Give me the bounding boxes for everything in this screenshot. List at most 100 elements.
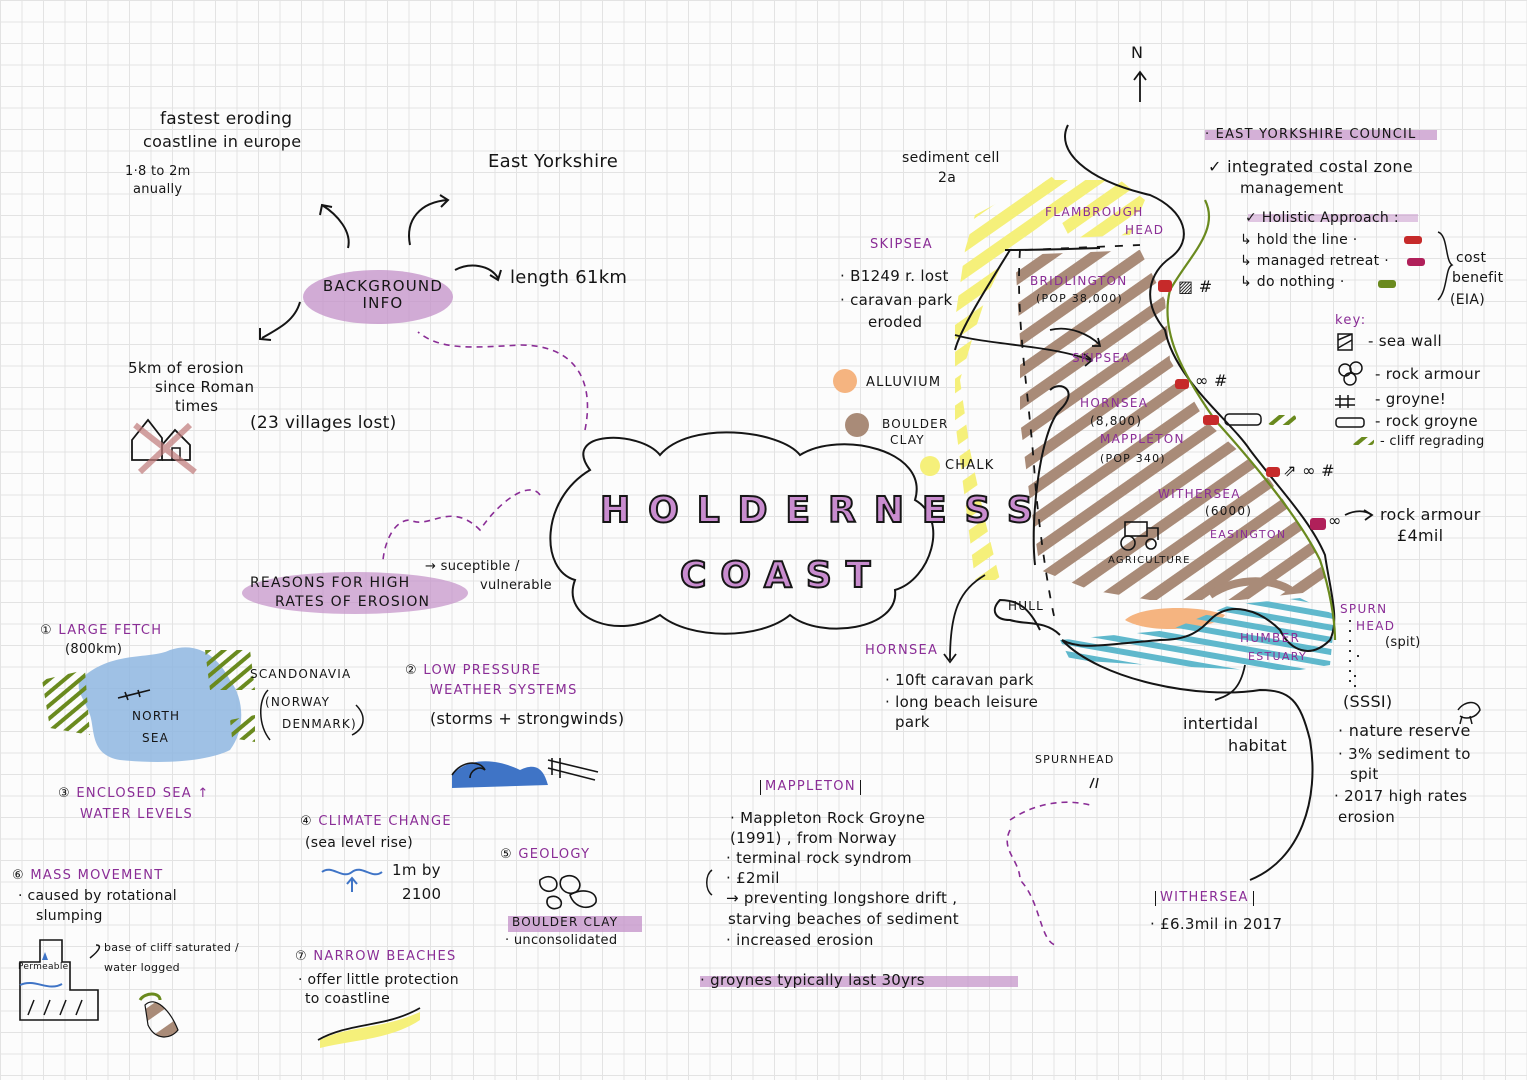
rock-armour-line1: rock armour	[1380, 505, 1481, 524]
skipsea-note-title: SKIPSEA	[870, 237, 933, 252]
map-hornsea: HORNSEA	[1080, 396, 1149, 410]
rock-armour-line2: £4mil	[1397, 526, 1444, 545]
rock-armour-hash-icon: ∞ #	[1195, 371, 1228, 390]
reason3-title: ③ ENCLOSED SEA ↑	[58, 786, 210, 802]
reason1-title-text: LARGE FETCH	[58, 623, 163, 638]
rate-line1: 1·8 to 2m	[125, 164, 191, 179]
storm-wave	[451, 758, 599, 788]
reason4-rise1: 1m by	[392, 861, 441, 879]
map-humber1: HUMBER	[1240, 631, 1301, 645]
map-hornsea-pop: (8,800)	[1090, 414, 1143, 428]
uk-coast-hatch	[42, 670, 90, 735]
title-line2: COAST	[679, 554, 885, 597]
intertidal-line1: intertidal	[1183, 714, 1259, 733]
boulder-clay-label: BOULDER CLAY	[512, 915, 619, 929]
mappleton-note-title: MAPPLETON	[760, 779, 861, 795]
sea-wall-hash-icon: ▨ #	[1178, 277, 1213, 296]
reason7-title: ⑦ NARROW BEACHES	[295, 949, 457, 965]
background-label: BACKGROUND INFO	[322, 277, 444, 313]
key-item3: - groyne!	[1375, 390, 1447, 408]
reason2-title: ② LOW PRESSURE	[405, 663, 542, 679]
reason4-rise2: 2100	[402, 885, 442, 903]
map-flamborough1: FLAMBROUGH	[1045, 205, 1144, 219]
mappleton-line2: (1991) , from Norway	[730, 829, 897, 847]
reason6-base2: water logged	[104, 961, 180, 974]
map-humber2: ESTUARY	[1248, 650, 1307, 663]
reason1-detail: (800km)	[65, 642, 123, 657]
tractor-icon	[1120, 521, 1159, 551]
reason7-detail1: · offer little protection	[298, 972, 459, 988]
erosion-line1: 5km of erosion	[128, 359, 244, 377]
reason5-title: ⑤ GEOLOGY	[500, 847, 590, 863]
groyne-hash-icon: ⇗ ∞ #	[1283, 461, 1335, 480]
boulder-swatch	[845, 413, 869, 437]
skipsea-note-line3: eroded	[868, 313, 923, 331]
skipsea-note-line2: · caravan park	[840, 291, 953, 309]
mappleton-line4: · £2mil	[726, 869, 780, 887]
key-item1: - sea wall	[1368, 332, 1442, 350]
legend-alluvium: ALLUVIUM	[866, 375, 942, 390]
cost-line2: benefit	[1452, 270, 1504, 286]
reason3-title-line1: ENCLOSED SEA ↑	[76, 786, 210, 801]
council-line1: ✓ integrated costal zone	[1208, 157, 1413, 176]
num-3: ③	[58, 786, 77, 801]
mappleton-line7: · increased erosion	[726, 931, 874, 949]
map-bridlington-pop: (POP 38,000)	[1036, 292, 1123, 305]
title-line1: HOLDERNESS	[599, 489, 1051, 532]
hornsea-note-line2: · long beach leisure	[885, 693, 1039, 711]
map-withersea-pop: (6000)	[1205, 504, 1253, 518]
erosion-line2: since Roman	[155, 378, 255, 396]
legend-boulder2: CLAY	[890, 433, 925, 447]
reason6-title: ⑥ MASS MOVEMENT	[12, 868, 164, 884]
withersea-line1: · £6.3mil in 2017	[1150, 915, 1283, 933]
coastline	[954, 124, 1336, 881]
title-cloud	[549, 431, 935, 635]
sssi-line4: · 2017 high rates	[1334, 787, 1468, 805]
humber-estuary-hatch	[1060, 598, 1335, 670]
coastal-defenses	[1158, 280, 1326, 530]
reasons-line1: REASONS FOR HIGH	[250, 575, 411, 591]
map-mappleton-pop: (POP 340)	[1100, 452, 1166, 465]
reason2-title-line1: LOW PRESSURE	[423, 663, 542, 678]
spurnhead-small: SPURNHEAD	[1035, 753, 1115, 766]
reason5-detail: · unconsolidated	[505, 933, 618, 948]
permeable-label: Permeable	[18, 962, 69, 972]
withersea-note-title: WITHERSEA	[1155, 890, 1254, 906]
key-item5: - cliff regrading	[1380, 434, 1485, 449]
rate-line2: anually	[133, 182, 183, 197]
cost-line1: cost	[1456, 250, 1487, 266]
erosion-line3: times	[175, 397, 219, 415]
cost-line3: (EIA)	[1450, 292, 1485, 308]
key-symbols	[1335, 333, 1374, 445]
norway-label: (NORWAY	[265, 695, 331, 709]
map-spurn1: SPURN	[1340, 602, 1388, 616]
hornsea-note-line1: · 10ft caravan park	[885, 671, 1034, 689]
map-easington: EASINGTON	[1210, 528, 1287, 541]
map-withersea: WITHERSEA	[1158, 487, 1241, 501]
fastest-line1: fastest eroding	[160, 109, 293, 129]
legend-boulder1: BOULDER	[882, 417, 949, 431]
map-agriculture: AGRICULTURE	[1108, 555, 1191, 566]
council-holistic: ✓ Holistic Approach :	[1245, 210, 1399, 226]
map-spurn2: HEAD	[1356, 619, 1396, 633]
alluvium-swatch	[833, 369, 857, 393]
map-mappleton: MAPPLETON	[1100, 432, 1185, 446]
sediment-line1: sediment cell	[902, 150, 1000, 166]
reason6-title-text: MASS MOVEMENT	[30, 868, 164, 883]
map-skipsea: SKIPSEA	[1072, 351, 1131, 365]
num-7: ⑦	[295, 949, 314, 964]
north-sea-label2: SEA	[142, 731, 170, 745]
reason4-title-text: CLIMATE CHANGE	[318, 814, 452, 829]
background-arrows	[259, 194, 502, 341]
reason6-base1: base of cliff saturated /	[104, 941, 240, 954]
reasons-note2: vulnerable	[480, 578, 552, 593]
council-title: · EAST YORKSHIRE COUNCIL	[1205, 127, 1417, 142]
reason6-detail2: slumping	[36, 908, 103, 924]
background-highlight	[303, 270, 453, 324]
map-arrows	[943, 327, 1374, 701]
reason4-detail: (sea level rise)	[305, 835, 413, 851]
mass-movement-sketch	[19, 939, 179, 1038]
mappleton-line5: → preventing longshore drift ,	[726, 889, 958, 907]
hornsea-note-title: HORNSEA	[865, 643, 939, 658]
